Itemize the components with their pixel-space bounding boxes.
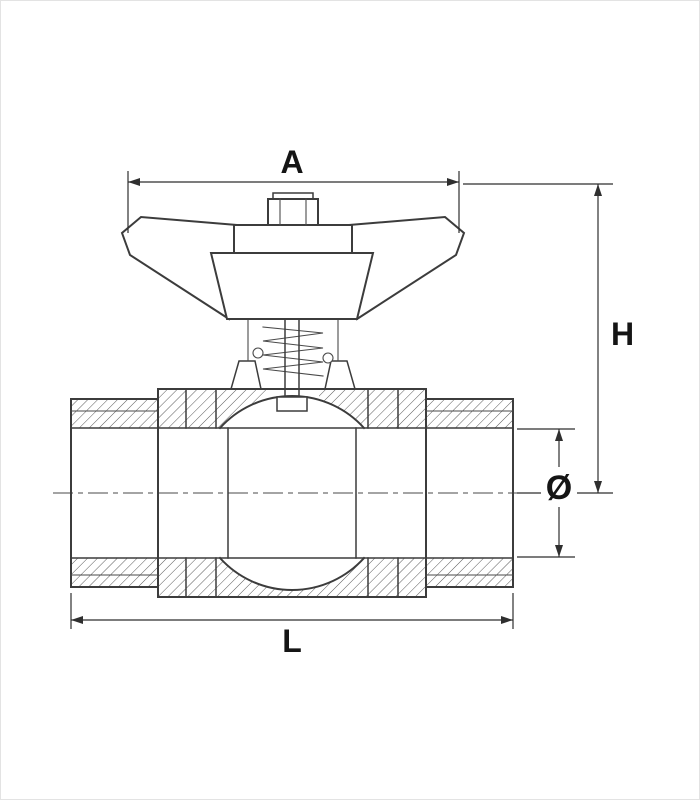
dimension-h: H bbox=[463, 183, 634, 494]
stem-foot bbox=[276, 396, 308, 412]
dim-a-arrow-left bbox=[128, 178, 140, 186]
dim-h-arrow-top bbox=[594, 184, 602, 196]
left-thread-hatch-top bbox=[71, 399, 158, 428]
spring-coil bbox=[262, 326, 324, 377]
handle-nut bbox=[267, 198, 319, 226]
left-thread-hatch-bottom bbox=[71, 558, 158, 587]
dim-a-arrow-right bbox=[447, 178, 459, 186]
bonnet-gland-left bbox=[230, 360, 262, 390]
dim-l-arrow-left bbox=[71, 616, 83, 624]
butterfly-handle bbox=[120, 192, 466, 321]
dim-dia-arrow-top bbox=[555, 429, 563, 441]
dim-a-label: A bbox=[280, 144, 303, 180]
dimension-diameter: Ø bbox=[517, 428, 577, 558]
dim-dia-label-backing bbox=[541, 467, 577, 507]
dim-dia-arrow-bottom bbox=[555, 545, 563, 557]
bonnet-gland-right bbox=[324, 360, 356, 390]
handle-top-plate bbox=[233, 224, 353, 254]
o-ring-right bbox=[322, 352, 334, 364]
dim-dia-label: Ø bbox=[546, 469, 572, 507]
o-ring-left bbox=[252, 347, 264, 359]
dim-h-label: H bbox=[611, 316, 634, 352]
right-thread-hatch-bottom bbox=[426, 558, 513, 587]
stem-assembly bbox=[230, 318, 356, 412]
dim-l-label: L bbox=[282, 623, 302, 659]
handle-center-body bbox=[209, 252, 375, 320]
dimension-l: L bbox=[70, 593, 514, 659]
dim-l-arrow-right bbox=[501, 616, 513, 624]
ball-bottom-arc bbox=[218, 556, 366, 591]
valve-body-section bbox=[53, 388, 533, 598]
dim-h-arrow-bottom bbox=[594, 481, 602, 493]
dimension-a: A bbox=[127, 144, 460, 233]
ball-top-arc bbox=[218, 395, 366, 430]
right-thread-hatch-top bbox=[426, 399, 513, 428]
